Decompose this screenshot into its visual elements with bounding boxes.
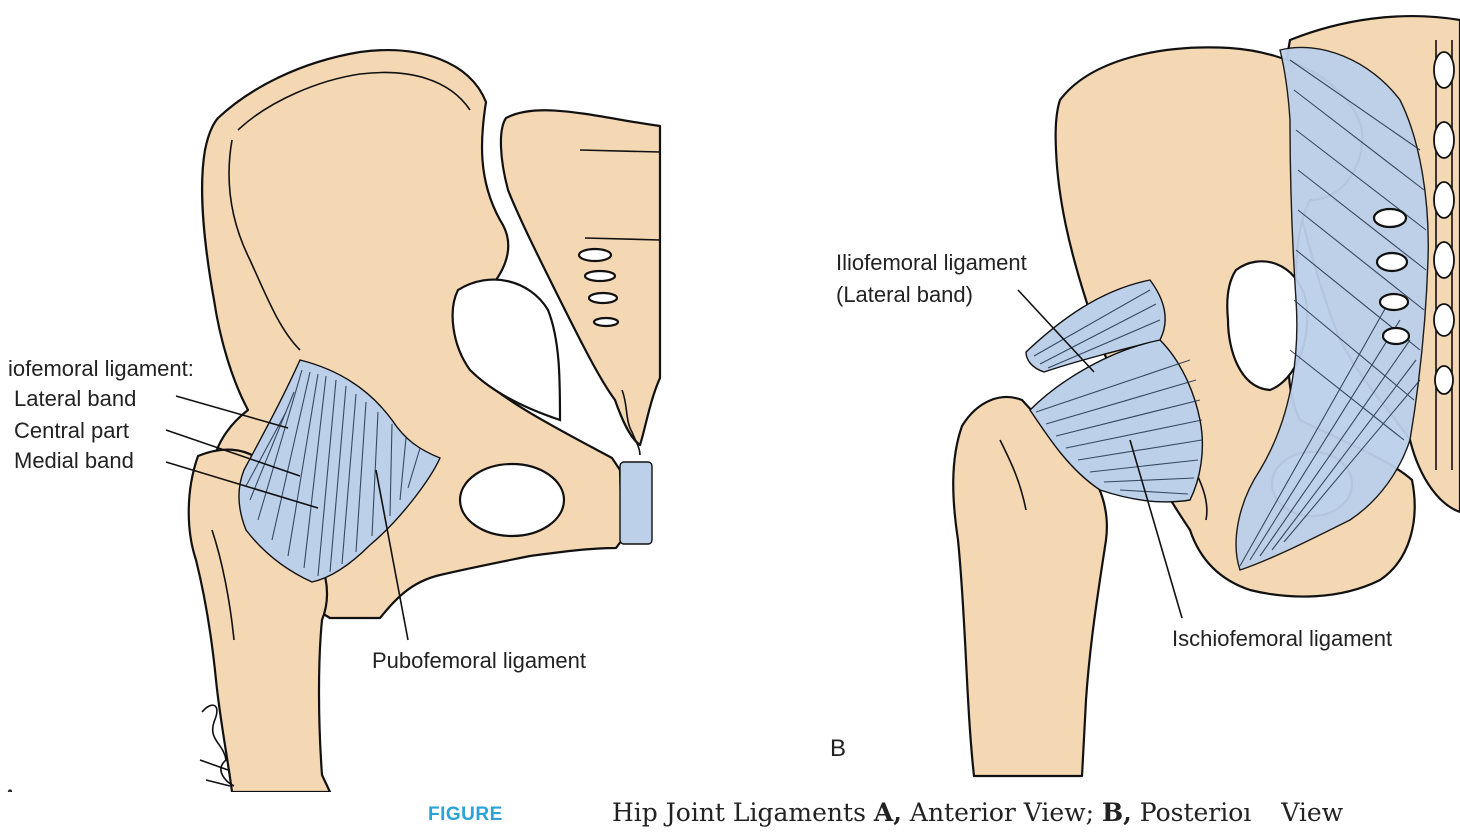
panel-a-letter: A bbox=[2, 785, 18, 792]
label-pubofemoral: Pubofemoral ligament bbox=[372, 648, 586, 673]
panel-b-letter: B bbox=[830, 735, 846, 762]
label-iliofemoral-b-line1: Iliofemoral ligament bbox=[836, 250, 1027, 275]
caption-text: Hip Joint Ligaments A, Anterior View; B,… bbox=[612, 798, 1343, 827]
caption-b-text: Posterioı bbox=[1132, 798, 1251, 827]
label-lateral-band: Lateral band bbox=[14, 386, 136, 411]
label-medial-band: Medial band bbox=[14, 448, 134, 473]
obturator-foramen bbox=[460, 464, 564, 536]
caption-b: B, bbox=[1102, 798, 1132, 827]
figure-caption: FIGURE Hip Joint Ligaments A, Anterior V… bbox=[0, 792, 1460, 838]
caption-a: A, bbox=[874, 798, 902, 827]
label-central-part: Central part bbox=[14, 418, 129, 443]
caption-tail: View bbox=[1281, 798, 1343, 827]
caption-a-text: Anterior View; bbox=[902, 798, 1102, 827]
label-ischiofemoral: Ischiofemoral ligament bbox=[1172, 626, 1392, 651]
caption-lead: Hip Joint Ligaments bbox=[612, 798, 874, 827]
pubic-symphysis bbox=[620, 462, 652, 544]
figure-illustration: iofemoral ligament: Lateral band Central… bbox=[0, 0, 1460, 792]
label-iliofemoral-a: iofemoral ligament: bbox=[8, 356, 194, 381]
caption-figure-tag: FIGURE bbox=[428, 804, 503, 826]
label-iliofemoral-b-line2: (Lateral band) bbox=[836, 282, 973, 307]
panel-a-anterior: iofemoral ligament: Lateral band Central… bbox=[2, 50, 660, 792]
panel-b-posterior: Iliofemoral ligament (Lateral band) Isch… bbox=[830, 16, 1460, 776]
